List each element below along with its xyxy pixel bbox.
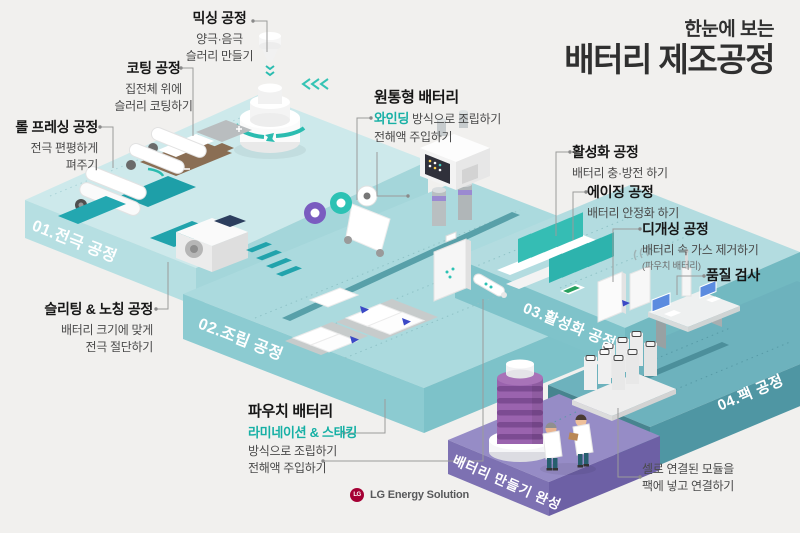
title-eyebrow: 한눈에 보는 [684,19,774,40]
callout-aging-line1: 배터리 안정화 하기 [587,205,679,220]
callout-cylindrical-title: 원통형 배터리 [374,89,459,106]
leader-lines [100,20,704,478]
slitting-machine [150,215,302,277]
callout-formation: 활성화 공정 배터리 충·방전 하기 [572,143,702,182]
callout-mixing-title: 믹싱 공정 [192,10,247,26]
coating-machine [126,120,252,176]
flow-chevrons-icon [301,78,329,90]
degassing-pouches [597,245,651,323]
leader-module [617,408,640,478]
callout-aging: 에이징 공정 배터리 안정화 하기 [587,183,717,222]
lg-logo: LG LG Energy Solution [350,488,469,502]
callout-roll-pressing: 롤 프레싱 공정 전극 편평하게 펴주기 [0,118,98,174]
electrolyte-injector [473,273,507,298]
callout-coating-title: 코팅 공정 [126,60,181,76]
callout-roll-pressing-title: 롤 프레싱 공정 [15,119,98,135]
leader-formation [555,151,570,236]
callout-module: 셀로 연결된 모듈을 팩에 넣고 연결하기 [642,461,772,495]
leader-dots [98,19,706,479]
leader-cylindrical-2 [376,152,408,197]
callout-slitting: 슬리팅 & 노칭 공정 배터리 크기에 맞게 전극 절단하기 [20,300,153,356]
callout-slitting-line1: 배터리 크기에 맞게 [61,322,153,337]
callout-mixing: 믹싱 공정 양극·음극 슬러리 만들기 [162,9,277,65]
winding-rolls [304,185,391,257]
leader-aging [572,191,586,240]
module-cells [584,331,657,390]
leader-quality [676,275,704,295]
leader-coating [181,67,194,136]
scientist-right [568,414,594,468]
callout-formation-title: 활성화 공정 [572,144,639,160]
callout-cylindrical-line2: 전해액 주입하기 [374,129,453,144]
leader-cylindrical-1 [356,117,371,200]
steam-icon [633,245,649,261]
electrolyte-injection-machine [420,110,490,226]
callout-quality-title: 품질 검사 [706,267,760,283]
callout-degassing: 디개싱 공정 배터리 속 가스 제거하기 (파우치 배터리) [642,220,792,273]
callout-pouch-title: 파우치 배터리 [248,403,333,420]
leader-degassing [612,228,640,282]
callout-module-line1: 셀로 연결된 모듈을 [642,462,734,476]
pouch-cell [433,231,471,302]
callout-degassing-note: (파우치 배터리) [642,260,701,272]
mixer-machine [234,32,306,159]
lg-logo-text: LG Energy Solution [370,489,470,501]
callout-slitting-line2: 전극 절단하기 [85,339,154,354]
callout-coating-line2: 슬러리 코팅하기 [114,98,193,113]
callout-module-line2: 팩에 넣고 연결하기 [642,479,734,494]
leader-mixing [253,20,268,52]
callout-formation-line1: 배터리 충·방전 하기 [572,165,668,180]
flow-arrow-icon [350,306,411,344]
lg-logo-icon: LG [350,488,364,502]
callout-roll-pressing-line2: 펴주기 [65,157,99,172]
callout-degassing-title: 디개싱 공정 [642,221,709,237]
pouch-highlight: 라미네이션 & 스태킹 [248,425,357,441]
formation-racks [497,212,614,295]
callout-slitting-title: 슬리팅 & 노칭 공정 [44,301,153,317]
scientists [540,414,596,475]
callout-coating: 코팅 공정 집전체 위에 슬러리 코팅하기 [96,59,211,115]
title-main: 배터리 제조공정 [564,41,775,78]
callout-pouch: 파우치 배터리 라미네이션 & 스태킹 방식으로 조립하기 전해액 주입하기 [248,401,398,477]
callout-mixing-line1: 양극·음극 [196,31,243,46]
callout-degassing-line1: 배터리 속 가스 제거하기 [642,242,759,257]
callout-coating-line1: 집전체 위에 [125,81,182,96]
scientist-left [542,422,563,471]
leader-slitting [156,262,169,310]
cylindrical-highlight: 와인딩 [374,111,409,127]
page-title: 한눈에 보는 배터리 제조공정 [564,14,775,78]
quality-inspection-machine [648,249,740,349]
callout-mixing-line2: 슬러리 만들기 [185,48,254,63]
callout-pouch-line1: 방식으로 조립하기 [248,443,337,458]
battery-tower [489,359,551,462]
callout-aging-title: 에이징 공정 [587,184,654,200]
mixer-funnel [259,32,281,77]
leader-pouch-2 [323,299,484,462]
callout-cylindrical-line1: 와인딩 방식으로 조립하기 [374,111,501,127]
leader-pouch-1 [344,399,386,434]
battery-modules [572,331,676,421]
callout-pouch-line2: 전해액 주입하기 [248,460,327,475]
callout-roll-pressing-line1: 전극 편평하게 [30,140,99,155]
leader-roll-pressing [100,126,114,168]
callout-quality: 품질 검사 [706,266,796,288]
stacking-trays [285,287,438,355]
callout-cylindrical: 원통형 배터리 와인딩 방식으로 조립하기 전해액 주입하기 [374,87,514,146]
roll-press-machine [58,166,196,224]
